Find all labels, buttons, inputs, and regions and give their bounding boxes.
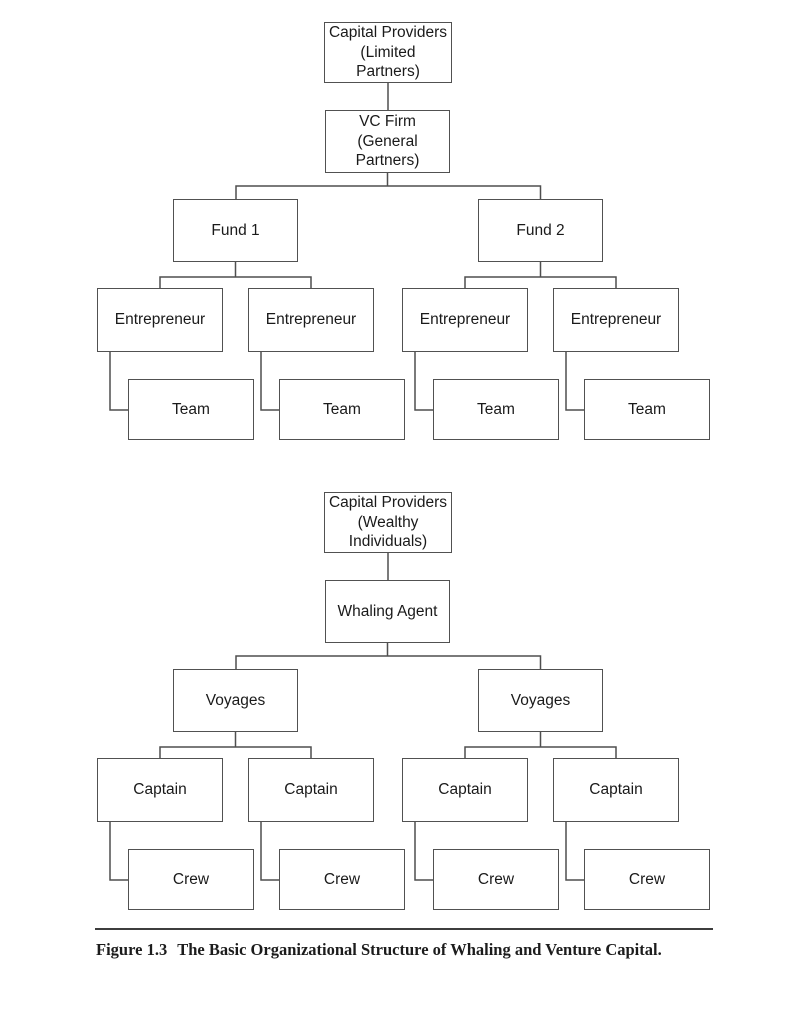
caption-divider bbox=[95, 928, 713, 930]
captain-box: Captain bbox=[553, 758, 679, 822]
entrepreneur-box: Entrepreneur bbox=[402, 288, 528, 352]
crew-box: Crew bbox=[584, 849, 710, 910]
connector-group1-to-leaders bbox=[159, 262, 312, 288]
crew-box: Crew bbox=[433, 849, 559, 910]
captain-box: Captain bbox=[402, 758, 528, 822]
capital-providers-box: Capital Providers (Limited Partners) bbox=[324, 22, 452, 83]
entrepreneur-box: Entrepreneur bbox=[248, 288, 374, 352]
figure-caption-text: The Basic Organizational Structure of Wh… bbox=[177, 940, 662, 959]
connector-group2-to-leaders bbox=[464, 732, 617, 758]
team-box: Team bbox=[433, 379, 559, 440]
figure-caption: Figure 1.3 The Basic Organizational Struc… bbox=[96, 939, 736, 961]
figure-caption-label: Figure 1.3 bbox=[96, 940, 168, 959]
connector-agent-to-groups bbox=[235, 173, 542, 199]
whaling-connector-lines bbox=[109, 553, 617, 881]
connector-agent-to-groups bbox=[235, 643, 542, 669]
entrepreneur-box: Entrepreneur bbox=[97, 288, 223, 352]
fund-2-box: Fund 2 bbox=[478, 199, 603, 262]
team-box: Team bbox=[279, 379, 405, 440]
crew-box: Crew bbox=[279, 849, 405, 910]
team-box: Team bbox=[128, 379, 254, 440]
entrepreneur-box: Entrepreneur bbox=[553, 288, 679, 352]
connector-group2-to-leaders bbox=[464, 262, 617, 288]
connector-leaders-to-members bbox=[109, 822, 584, 881]
vc-connector-lines bbox=[109, 83, 617, 411]
captain-box: Captain bbox=[97, 758, 223, 822]
whaling-org-chart: Capital Providers (Wealthy Individuals) … bbox=[0, 470, 800, 930]
connector-leaders-to-members bbox=[109, 352, 584, 411]
capital-providers-box: Capital Providers (Wealthy Individuals) bbox=[324, 492, 452, 553]
connector-group1-to-leaders bbox=[159, 732, 312, 758]
captain-box: Captain bbox=[248, 758, 374, 822]
voyages-box: Voyages bbox=[173, 669, 298, 732]
crew-box: Crew bbox=[128, 849, 254, 910]
fund-1-box: Fund 1 bbox=[173, 199, 298, 262]
team-box: Team bbox=[584, 379, 710, 440]
vc-org-chart: Capital Providers (Limited Partners) VC … bbox=[0, 0, 800, 460]
voyages-box: Voyages bbox=[478, 669, 603, 732]
whaling-agent-box: Whaling Agent bbox=[325, 580, 450, 643]
vc-firm-box: VC Firm (General Partners) bbox=[325, 110, 450, 173]
